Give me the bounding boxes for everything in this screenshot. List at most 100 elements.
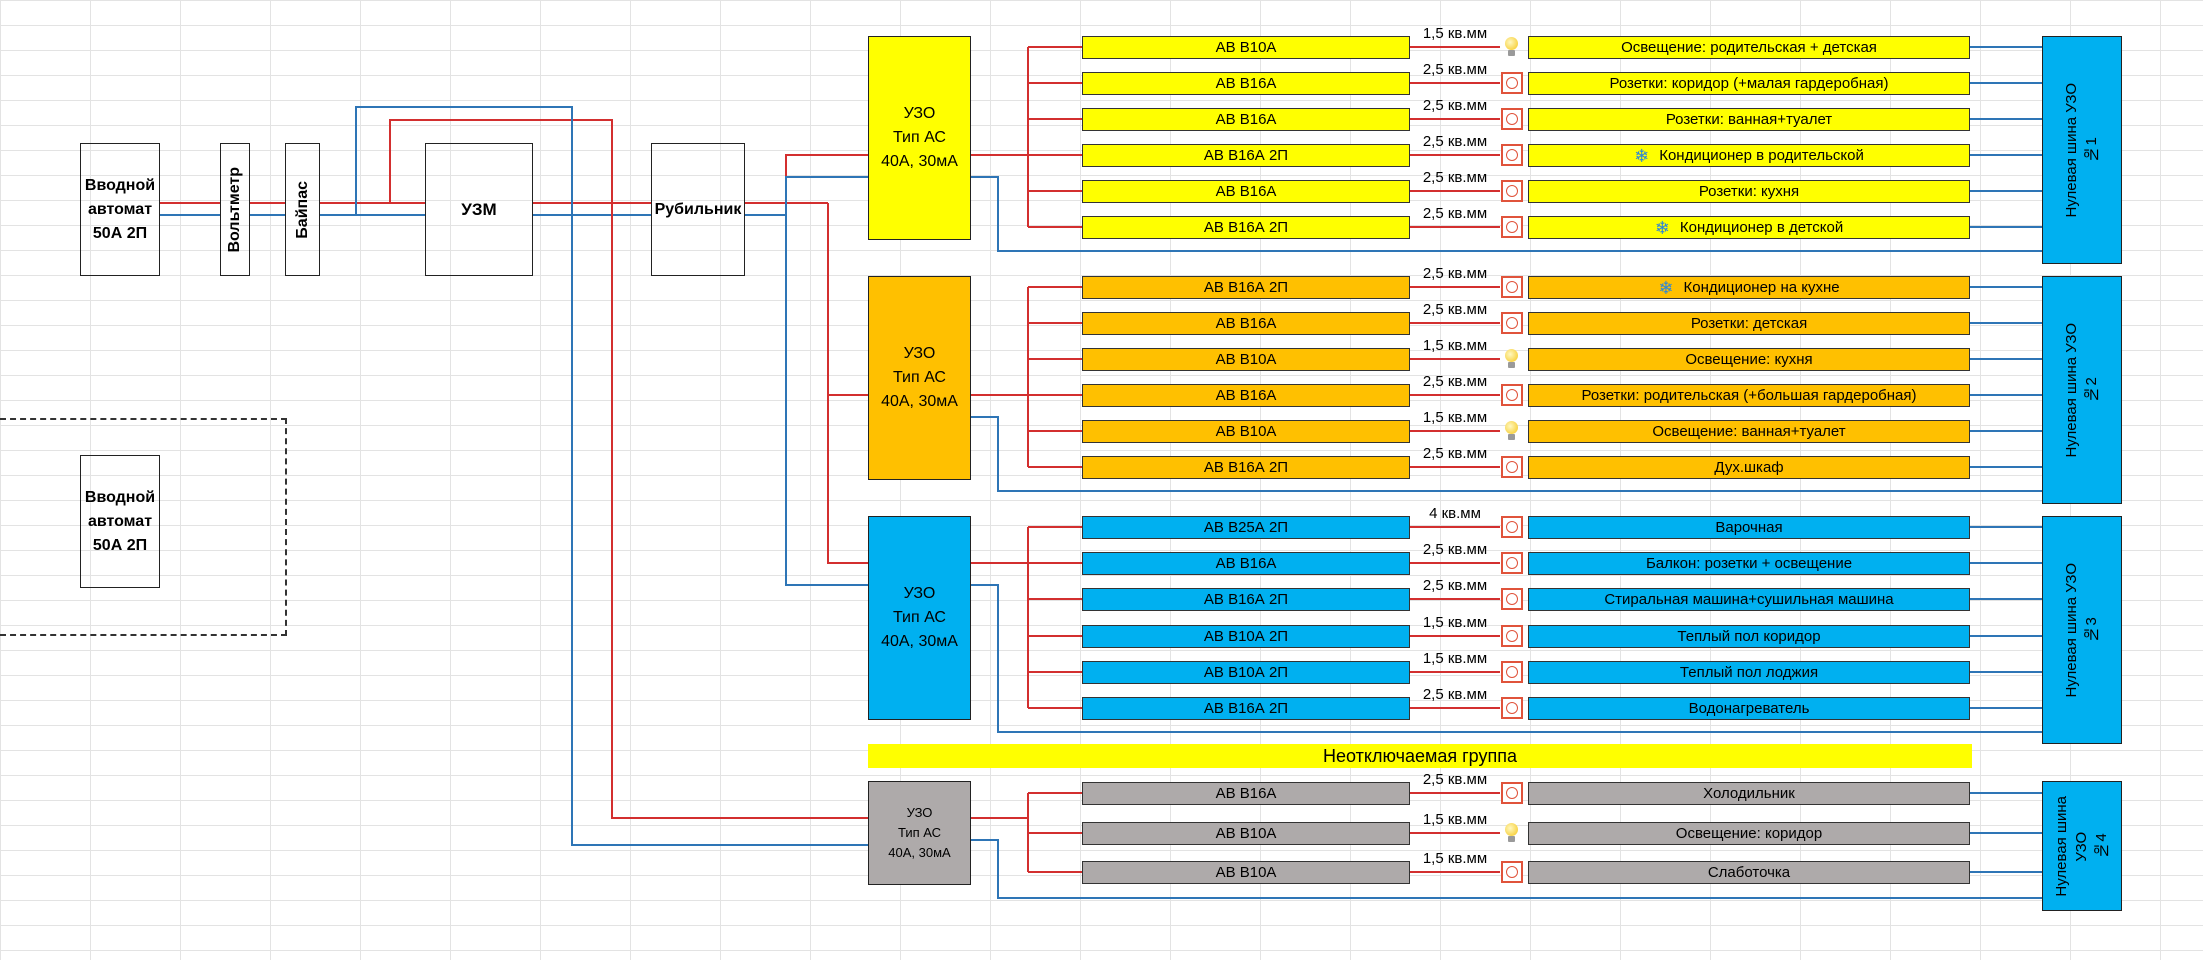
- consumer-1-2: Розетки: коридор (+малая гардеробная): [1528, 72, 1970, 95]
- phase-wire-to-rcd2: [827, 203, 868, 396]
- consumer-label: Розетки: детская: [1690, 315, 1808, 332]
- non-switchable-group-title: Неотключаемая группа: [868, 744, 1972, 768]
- bulb-icon: [1501, 420, 1523, 442]
- breaker-2-3: АВ В10А: [1082, 348, 1410, 371]
- main-breaker: Вводной автомат 50А 2П: [80, 143, 160, 276]
- neutral-wire-to-rcd1: [745, 176, 868, 216]
- consumer-label: Кондиционер в родительской: [1659, 147, 1864, 164]
- consumer-label: Стиральная машина+сушильная машина: [1604, 591, 1894, 608]
- cable-label-3-5: 1,5 кв.мм: [1422, 650, 1488, 667]
- breaker-3-2: АВ В16А: [1082, 552, 1410, 575]
- cable-label-1-2: 2,5 кв.мм: [1422, 61, 1488, 78]
- snowflake-icon: ❄: [1634, 145, 1650, 166]
- consumer-2-5: Освещение: ванная+туалет: [1528, 420, 1970, 443]
- socket-icon: [1501, 625, 1523, 647]
- reserve-input-frame: [0, 418, 287, 636]
- cable-label-3-2: 2,5 кв.мм: [1422, 541, 1488, 558]
- rcd-4: УЗО Тип АС 40А, 30мА: [868, 781, 971, 885]
- socket-icon: [1501, 861, 1523, 883]
- consumer-2-1: ❄Кондиционер на кухне: [1528, 276, 1970, 299]
- breaker-1-1: АВ В10А: [1082, 36, 1410, 59]
- consumer-3-4: Теплый пол коридор: [1528, 625, 1970, 648]
- neutral-return-rcd4: [971, 839, 2042, 899]
- consumer-3-5: Теплый пол лоджия: [1528, 661, 1970, 684]
- socket-icon: [1501, 697, 1523, 719]
- consumer-label: Розетки: родительская (+большая гардероб…: [1581, 387, 1917, 404]
- breaker-3-1: АВ В25А 2П: [1082, 516, 1410, 539]
- breaker-4-1: АВ В16А: [1082, 782, 1410, 805]
- socket-icon: [1501, 216, 1523, 238]
- cable-label-1-1: 1,5 кв.мм: [1422, 25, 1488, 42]
- neutral-wire-to-rcd3: [785, 215, 868, 586]
- rcd-3: УЗО Тип АС 40А, 30мА: [868, 516, 971, 720]
- cable-label-2-1: 2,5 кв.мм: [1422, 265, 1488, 282]
- breaker-1-4: АВ В16А 2П: [1082, 144, 1410, 167]
- consumer-2-4: Розетки: родительская (+большая гардероб…: [1528, 384, 1970, 407]
- consumer-1-6: ❄Кондиционер в детской: [1528, 216, 1970, 239]
- cable-label-1-5: 2,5 кв.мм: [1422, 169, 1488, 186]
- neutral-bus-4: Нулевая шина УЗО №4: [2042, 781, 2122, 911]
- socket-icon: [1501, 456, 1523, 478]
- consumer-label: Балкон: розетки + освещение: [1645, 555, 1853, 572]
- consumer-1-1: Освещение: родительская + детская: [1528, 36, 1970, 59]
- rcd-1: УЗО Тип АС 40А, 30мА: [868, 36, 971, 240]
- consumer-label: Дух.шкаф: [1714, 459, 1784, 476]
- consumer-4-3: Слаботочка: [1528, 861, 1970, 884]
- cable-label-2-4: 2,5 кв.мм: [1422, 373, 1488, 390]
- consumer-3-6: Водонагреватель: [1528, 697, 1970, 720]
- phase-wire-to-rcd3: [827, 395, 868, 564]
- socket-icon: [1501, 661, 1523, 683]
- socket-icon: [1501, 312, 1523, 334]
- consumer-3-2: Балкон: розетки + освещение: [1528, 552, 1970, 575]
- consumer-label: Освещение: коридор: [1675, 825, 1823, 842]
- cable-label-4-1: 2,5 кв.мм: [1422, 771, 1488, 788]
- breaker-1-6: АВ В16А 2П: [1082, 216, 1410, 239]
- consumer-label: Холодильник: [1703, 785, 1795, 802]
- consumer-1-3: Розетки: ванная+туалет: [1528, 108, 1970, 131]
- socket-icon: [1501, 108, 1523, 130]
- breaker-3-6: АВ В16А 2П: [1082, 697, 1410, 720]
- cable-label-3-4: 1,5 кв.мм: [1422, 614, 1488, 631]
- reserve-main-breaker: Вводной автомат 50А 2П: [80, 455, 160, 588]
- breaker-1-5: АВ В16А: [1082, 180, 1410, 203]
- neutral-return-rcd3: [971, 584, 2042, 733]
- socket-icon: [1501, 516, 1523, 538]
- socket-icon: [1501, 276, 1523, 298]
- socket-icon: [1501, 72, 1523, 94]
- breaker-2-6: АВ В16А 2П: [1082, 456, 1410, 479]
- bypass-switch: Байпас: [285, 143, 320, 276]
- neutral-bus-1: Нулевая шина УЗО №1: [2042, 36, 2122, 264]
- cable-label-1-6: 2,5 кв.мм: [1422, 205, 1488, 222]
- consumer-label: Розетки: ванная+туалет: [1665, 111, 1833, 128]
- neutral-bus-2: Нулевая шина УЗО №2: [2042, 276, 2122, 504]
- consumer-label: Освещение: родительская + детская: [1621, 39, 1877, 56]
- neutral-bus-3: Нулевая шина УЗО №3: [2042, 516, 2122, 744]
- cable-label-3-3: 2,5 кв.мм: [1422, 577, 1488, 594]
- consumer-label: Розетки: коридор (+малая гардеробная): [1609, 75, 1889, 92]
- bulb-icon: [1501, 36, 1523, 58]
- consumer-2-3: Освещение: кухня: [1528, 348, 1970, 371]
- socket-icon: [1501, 144, 1523, 166]
- cable-label-3-1: 4 кв.мм: [1429, 505, 1481, 522]
- consumer-3-1: Варочная: [1528, 516, 1970, 539]
- phase-wire-bypass-to-rcd4: [389, 119, 868, 819]
- consumer-label: Кондиционер в детской: [1679, 219, 1844, 236]
- phase-wire-to-rcd1: [785, 154, 868, 203]
- breaker-2-1: АВ В16А 2П: [1082, 276, 1410, 299]
- bulb-icon: [1501, 822, 1523, 844]
- socket-icon: [1501, 180, 1523, 202]
- breaker-2-5: АВ В10А: [1082, 420, 1410, 443]
- cable-label-2-5: 1,5 кв.мм: [1422, 409, 1488, 426]
- consumer-1-4: ❄ Кондиционер в родительской: [1528, 144, 1970, 167]
- consumer-label: Розетки: кухня: [1698, 183, 1800, 200]
- voltmeter: Вольтметр: [220, 143, 250, 276]
- cable-label-1-3: 2,5 кв.мм: [1422, 97, 1488, 114]
- neutral-return-rcd1: [971, 176, 2042, 252]
- cable-label-2-2: 2,5 кв.мм: [1422, 301, 1488, 318]
- main-switch: Рубильник: [651, 143, 745, 276]
- consumer-label: Кондиционер на кухне: [1683, 279, 1840, 296]
- consumer-label: Освещение: ванная+туалет: [1652, 423, 1846, 440]
- breaker-1-2: АВ В16А: [1082, 72, 1410, 95]
- socket-icon: [1501, 384, 1523, 406]
